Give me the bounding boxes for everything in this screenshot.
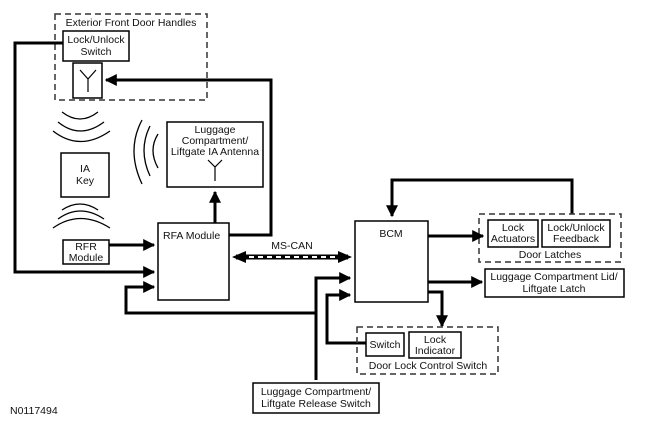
wire-release-switch-to-bcm: [314, 272, 352, 380]
wire-rfa-to-handle-antenna: [104, 74, 273, 237]
lock-unlock-feedback-label-1: Lock/Unlock: [547, 222, 605, 234]
lock-unlock-switch-label-2: Switch: [81, 46, 112, 58]
wire-release-switch-to-rfa: [124, 281, 316, 315]
rfa-module-label: RFA Module: [163, 230, 220, 242]
antenna-icon: [79, 69, 97, 92]
luggage-antenna-label-2: Compartment/: [182, 135, 249, 147]
wire-bcm-to-lock-indicator: [428, 290, 448, 328]
luggage-lid-latch-box: [484, 268, 625, 298]
luggage-lid-latch-label-1: Luggage Compartment Lid/: [490, 271, 617, 283]
lock-indicator-label-2: Indicator: [415, 345, 456, 357]
ms-can-bus: [232, 251, 352, 263]
exterior-front-door-handles-label: Exterior Front Door Handles: [66, 17, 197, 29]
lock-unlock-feedback-label-2: Feedback: [553, 233, 600, 245]
ms-can-label: MS-CAN: [271, 240, 312, 252]
luggage-antenna-label-1: Luggage: [195, 124, 236, 136]
radio-waves-bottom-icon: [52, 203, 111, 229]
lock-actuators-label-2: Actuators: [491, 233, 535, 245]
bcm-label: BCM: [379, 228, 402, 240]
ia-key-label-1: IA: [80, 163, 90, 175]
bcm-box: [354, 220, 429, 303]
wire-feedback-to-bcm: [386, 178, 574, 218]
lock-unlock-switch-box: [62, 30, 130, 62]
door-latches-label: Door Latches: [519, 249, 581, 261]
wire-switch-to-bcm: [325, 289, 366, 345]
ia-key-label-2: Key: [76, 175, 95, 187]
door-lock-control-switch-label: Door Lock Control Switch: [369, 360, 488, 372]
radio-waves-top-icon: [52, 111, 111, 143]
lock-unlock-switch-label-1: Lock/Unlock: [67, 34, 125, 46]
lock-indicator-label-1: Lock: [424, 334, 447, 346]
rfr-module-label-2: Module: [69, 252, 104, 264]
lock-indicator-box: [408, 331, 462, 359]
luggage-lid-latch-label-2: Liftgate Latch: [522, 283, 585, 295]
switch-label: Switch: [370, 339, 401, 351]
exterior-front-door-handles-group: [54, 13, 208, 101]
luggage-release-switch-label-1: Luggage Compartment/: [261, 386, 371, 398]
lock-actuators-box: [487, 219, 539, 248]
antenna-icon: [207, 159, 223, 181]
wire-handle-switch-to-rfa: [13, 41, 156, 278]
lock-actuators-label-1: Lock: [502, 222, 525, 234]
luggage-antenna-label-3: Liftgate IA Antenna: [171, 146, 259, 158]
luggage-release-switch-box: [252, 382, 380, 414]
switch-box: [365, 332, 405, 357]
door-lock-control-switch-group: [356, 326, 499, 375]
lock-unlock-feedback-box: [541, 219, 611, 248]
radio-waves-antenna-icon: [133, 119, 159, 185]
rfr-module-box: [62, 239, 110, 265]
luggage-release-switch-label-2: Liftgate Release Switch: [261, 398, 371, 410]
figure-id: N0117494: [10, 405, 58, 417]
rfa-module-box: [157, 222, 230, 301]
ia-key-box: [60, 152, 110, 198]
rfr-module-label-1: RFR: [75, 241, 97, 253]
